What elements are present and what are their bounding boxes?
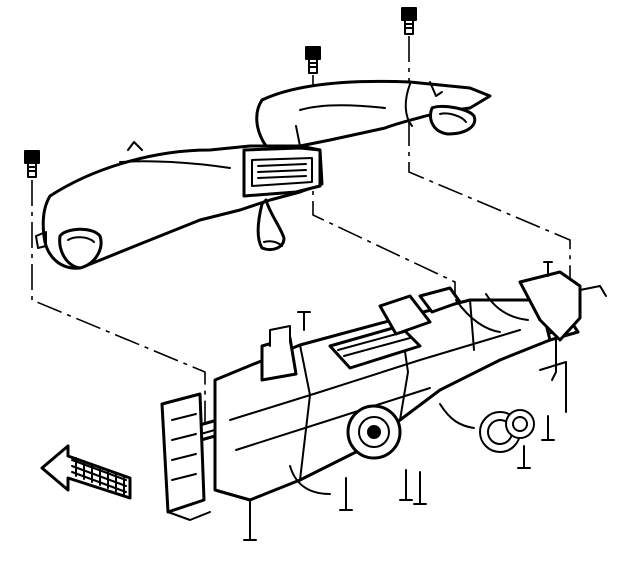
upper-duct	[255, 79, 492, 148]
hvac-module	[160, 261, 607, 541]
lower-duct	[35, 141, 324, 270]
bolt-icon	[401, 7, 417, 35]
bolt-icon	[24, 150, 40, 178]
direction-arrow-icon	[40, 444, 132, 500]
bolt-icon	[305, 46, 321, 74]
